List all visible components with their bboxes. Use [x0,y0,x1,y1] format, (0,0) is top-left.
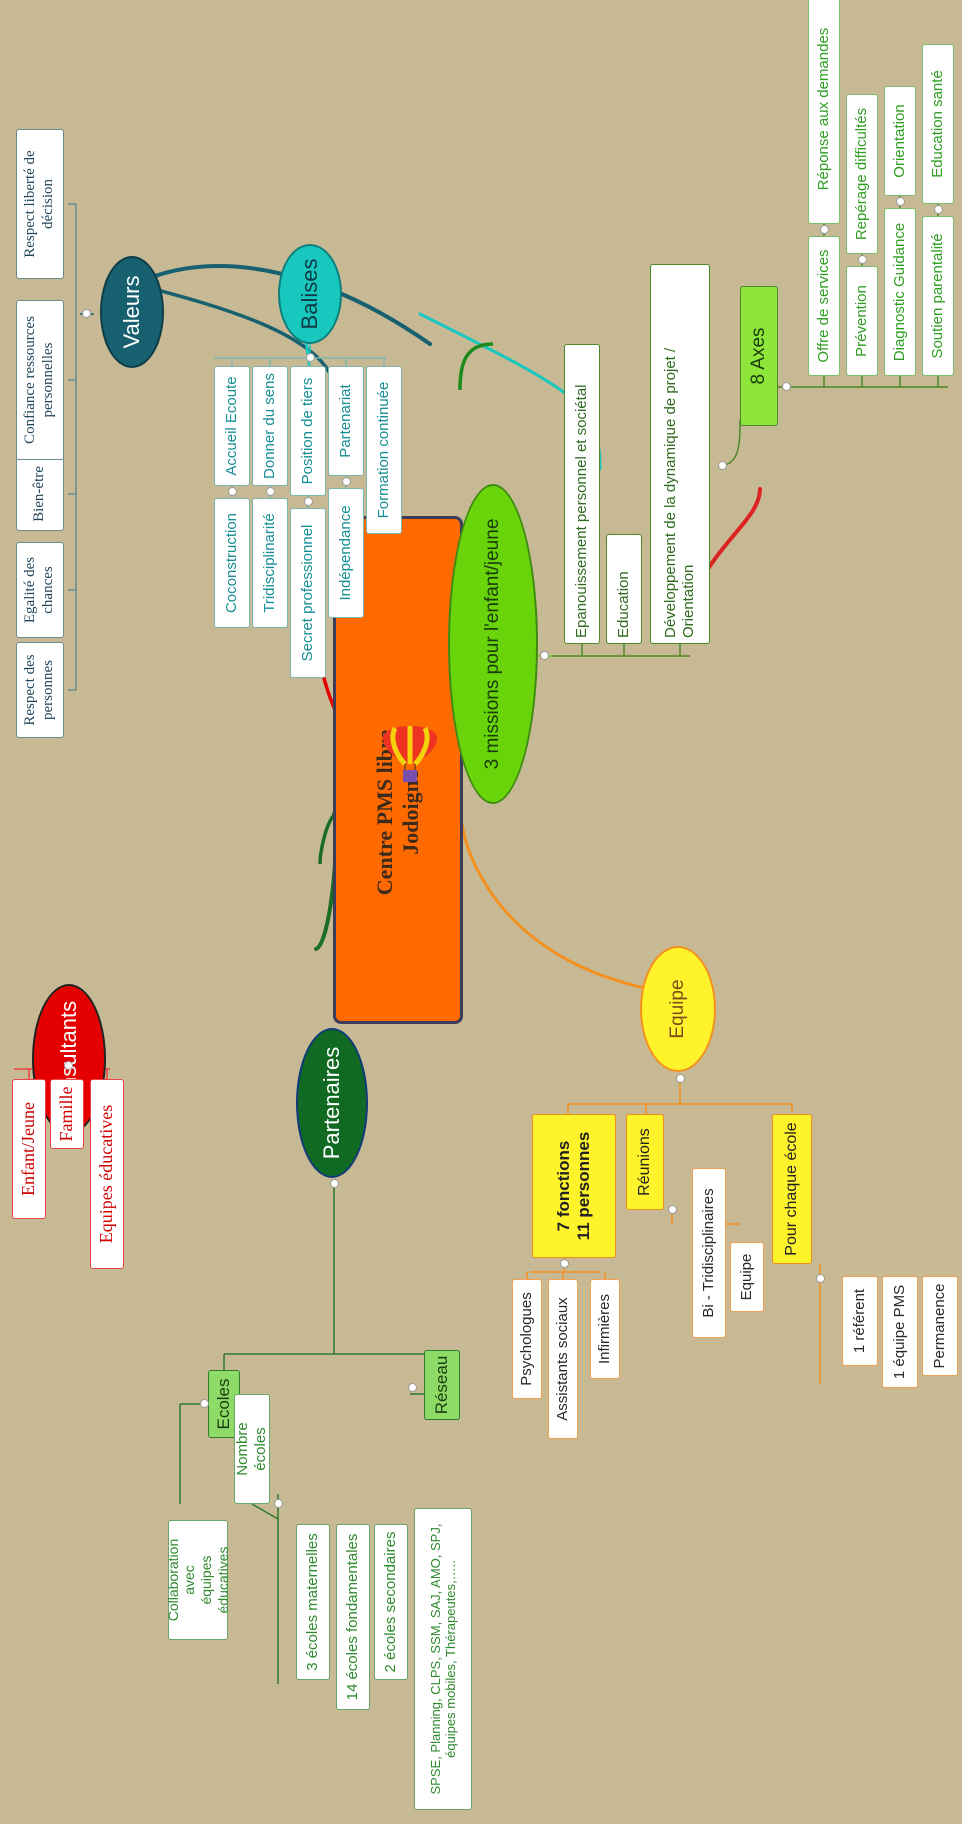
missions-item[interactable]: Epanouissement personnel et sociétal [564,344,600,644]
reunions-item[interactable]: Bi - Tridisciplinaires [692,1168,726,1338]
missions-branch [458,342,494,391]
valeurs-item[interactable]: Confiance ressources personnelles [16,300,64,460]
ecoles-count[interactable]: 14 écoles fondamentales [336,1524,370,1710]
consultants-item[interactable]: Equipes éducatives [90,1079,124,1269]
axes-link [717,419,741,467]
balises-item[interactable]: Formation continuée [366,366,402,534]
partenaires-branch [318,812,337,865]
valeurs-item[interactable]: Bien-être [16,457,64,531]
valeurs-item[interactable]: Egalité des chances [16,542,64,638]
balises-item[interactable]: Indépendance [328,488,364,618]
reseau-items[interactable]: SPSE, Planning, CLPS, SSM, SAJ, AMO, SPJ… [414,1508,472,1810]
balises-node[interactable]: Balises [278,244,342,344]
nombre-stem [251,1503,279,1520]
fonctions-node[interactable]: 7 fonctions 11 personnes [532,1114,616,1258]
missions-item[interactable]: Education [606,534,642,644]
fonctions-item[interactable]: Infirmières [590,1279,620,1379]
valeurs-node[interactable]: Valeurs [100,256,164,368]
consultants-item[interactable]: Famille [50,1079,84,1149]
ecole-item[interactable]: 1 référent [842,1276,878,1366]
balises-item[interactable]: Secret professionnel [290,508,326,678]
axes-item[interactable]: Education santé [922,44,954,204]
ecole-node[interactable]: Pour chaque école [772,1114,812,1264]
balises-item[interactable]: Accueil Ecoute [214,366,250,486]
missions-node[interactable]: 3 missions pour l'enfant/jeune [448,484,538,804]
equipe-node[interactable]: Equipe [640,946,716,1072]
fonctions-item[interactable]: Assistants sociaux [548,1279,578,1439]
fonctions-item[interactable]: Psychologues [512,1279,542,1399]
missions-item[interactable]: Développement de la dynamique de projet … [650,264,710,644]
spare [300,752,336,814]
ecole-item[interactable]: 1 équipe PMS [882,1276,918,1388]
valeurs-branch [134,282,337,391]
balises-item[interactable]: Partenariat [328,366,364,476]
axes-item[interactable]: Offre de services [808,236,840,376]
reunions-node[interactable]: Réunions [626,1114,664,1210]
valeurs-item[interactable]: Respect liberté de décision [16,129,64,279]
valeurs-item[interactable]: Respect des personnes [16,642,64,738]
hot-air-balloon-icon [375,724,445,794]
equipe-branch [460,823,681,996]
axes-item[interactable]: Repérage difficultés [846,94,878,254]
ecoles-nombre[interactable]: Nombre écoles [234,1394,270,1504]
partenaires-node[interactable]: Partenaires [296,1028,368,1178]
axes-item[interactable]: Soutien parentalité [922,216,954,376]
ecoles-count[interactable]: 3 écoles maternelles [296,1524,330,1680]
reseau-node[interactable]: Réseau [424,1350,460,1420]
ecoles-collab[interactable]: Collaboration avec équipes éducatives [165,1520,231,1640]
reunions-item[interactable]: Equipe [730,1242,764,1312]
axes-item[interactable]: Diagnostic Guidance [884,208,916,376]
consultants-item[interactable]: Enfant/Jeune [12,1079,46,1219]
axes-item[interactable]: Orientation [884,86,916,196]
balises-item[interactable]: Coconstruction [214,498,250,628]
axes-node[interactable]: 8 Axes [740,286,778,426]
ecole-item[interactable]: Permanence [922,1276,958,1376]
valeurs-connector [133,264,432,346]
ecoles-count[interactable]: 2 écoles secondaires [374,1524,408,1680]
axes-item[interactable]: Prévention [846,266,878,376]
balises-item[interactable]: Position de tiers [290,366,326,496]
axes-item[interactable]: Réponse aux demandes [808,0,840,224]
balises-item[interactable]: Donner du sens [252,366,288,486]
spare [296,814,333,864]
balises-item[interactable]: Tridisciplinarité [252,498,288,628]
